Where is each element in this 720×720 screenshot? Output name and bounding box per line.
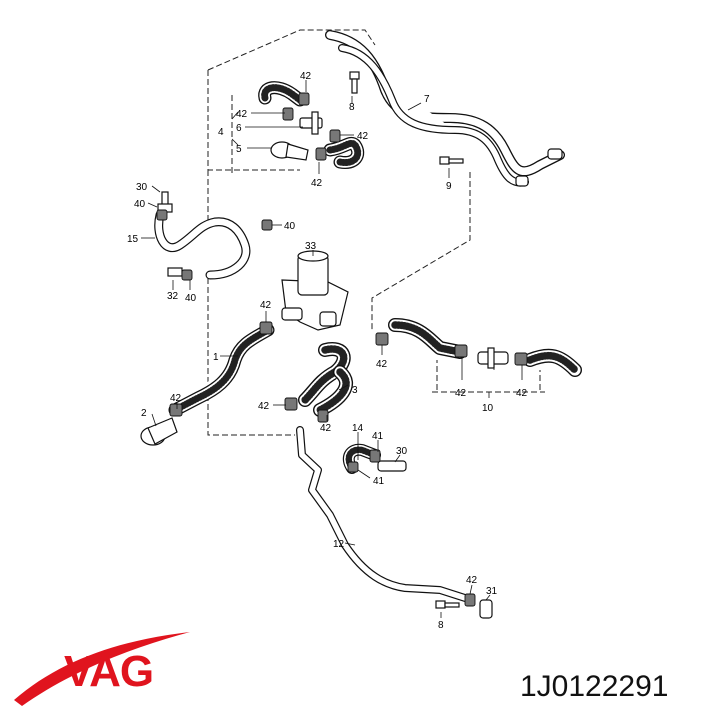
hose-10-left [388, 318, 467, 359]
callout-4: 4 [218, 127, 224, 138]
outline-right-group [371, 172, 471, 330]
callout-42: 42 [455, 388, 467, 399]
callout-40: 40 [185, 293, 197, 304]
callout-42: 42 [311, 178, 323, 189]
callout-3: 3 [352, 385, 358, 396]
pipe-7 [325, 30, 565, 187]
callout-42: 42 [466, 575, 478, 586]
flange-5 [270, 141, 309, 161]
callout-8: 8 [349, 102, 355, 113]
pipe-7-fitting-end [547, 148, 563, 160]
callout-15: 15 [127, 234, 139, 245]
callout-42: 42 [516, 388, 528, 399]
callout-12: 12 [333, 539, 345, 550]
callout-42: 42 [236, 109, 248, 120]
logo-text: VAG [64, 647, 153, 696]
callout-9: 9 [446, 181, 452, 192]
callout-14: 14 [352, 423, 364, 434]
callout-42: 42 [260, 300, 272, 311]
callout-1: 1 [213, 352, 219, 363]
callout-2: 2 [141, 408, 147, 419]
callout-42: 42 [258, 401, 270, 412]
hose-upper-4 [258, 81, 307, 107]
callout-10: 10 [482, 403, 494, 414]
hose-3 [298, 342, 353, 417]
callout-40: 40 [284, 221, 296, 232]
outline-upper-group [207, 29, 376, 436]
callout-42: 42 [300, 71, 312, 82]
callout-41: 41 [373, 476, 385, 487]
pipe-12 [296, 426, 469, 602]
pipe-7-fitting-end [515, 175, 529, 187]
callout-5: 5 [236, 144, 242, 155]
callout-33: 33 [305, 241, 317, 252]
bolt-8-bottom [435, 600, 460, 609]
bolt-9 [439, 156, 464, 165]
valve-33 [281, 250, 349, 331]
callout-7: 7 [424, 94, 430, 105]
callout-6: 6 [236, 123, 242, 134]
flange-2 [140, 417, 178, 446]
hose-clamps [156, 92, 528, 607]
callout-40: 40 [134, 199, 146, 210]
callout-30: 30 [396, 446, 408, 457]
callout-41: 41 [372, 431, 384, 442]
pipe-30 [377, 460, 407, 472]
callout-42: 42 [357, 131, 369, 142]
hose-upper-5 [323, 136, 365, 170]
hose-1 [168, 323, 275, 417]
logo-swoosh [14, 632, 190, 706]
leader-lines [141, 80, 523, 618]
callout-32: 32 [167, 291, 179, 302]
hose-10-right [523, 348, 582, 377]
outline-group-10 [432, 360, 545, 393]
vag-logo: VAG [14, 632, 190, 706]
callout-31: 31 [486, 586, 498, 597]
connector-10 [477, 347, 509, 369]
connector-6 [299, 111, 323, 135]
assembly-outlines [207, 29, 545, 436]
fitting-32 [167, 267, 183, 277]
hose-15 [154, 210, 251, 280]
callout-42: 42 [170, 393, 182, 404]
part-number: 1J0122291 [520, 670, 668, 703]
callout-42: 42 [376, 359, 388, 370]
callout-42: 42 [320, 423, 332, 434]
bolt-8-top [349, 71, 360, 94]
callout-30: 30 [136, 182, 148, 193]
sensor-31 [479, 599, 493, 619]
callout-labels: 42 8 7 42 6 4 42 5 42 9 30 40 40 15 33 3… [127, 71, 528, 631]
callout-8: 8 [438, 620, 444, 631]
fitting-30-top [157, 191, 173, 213]
